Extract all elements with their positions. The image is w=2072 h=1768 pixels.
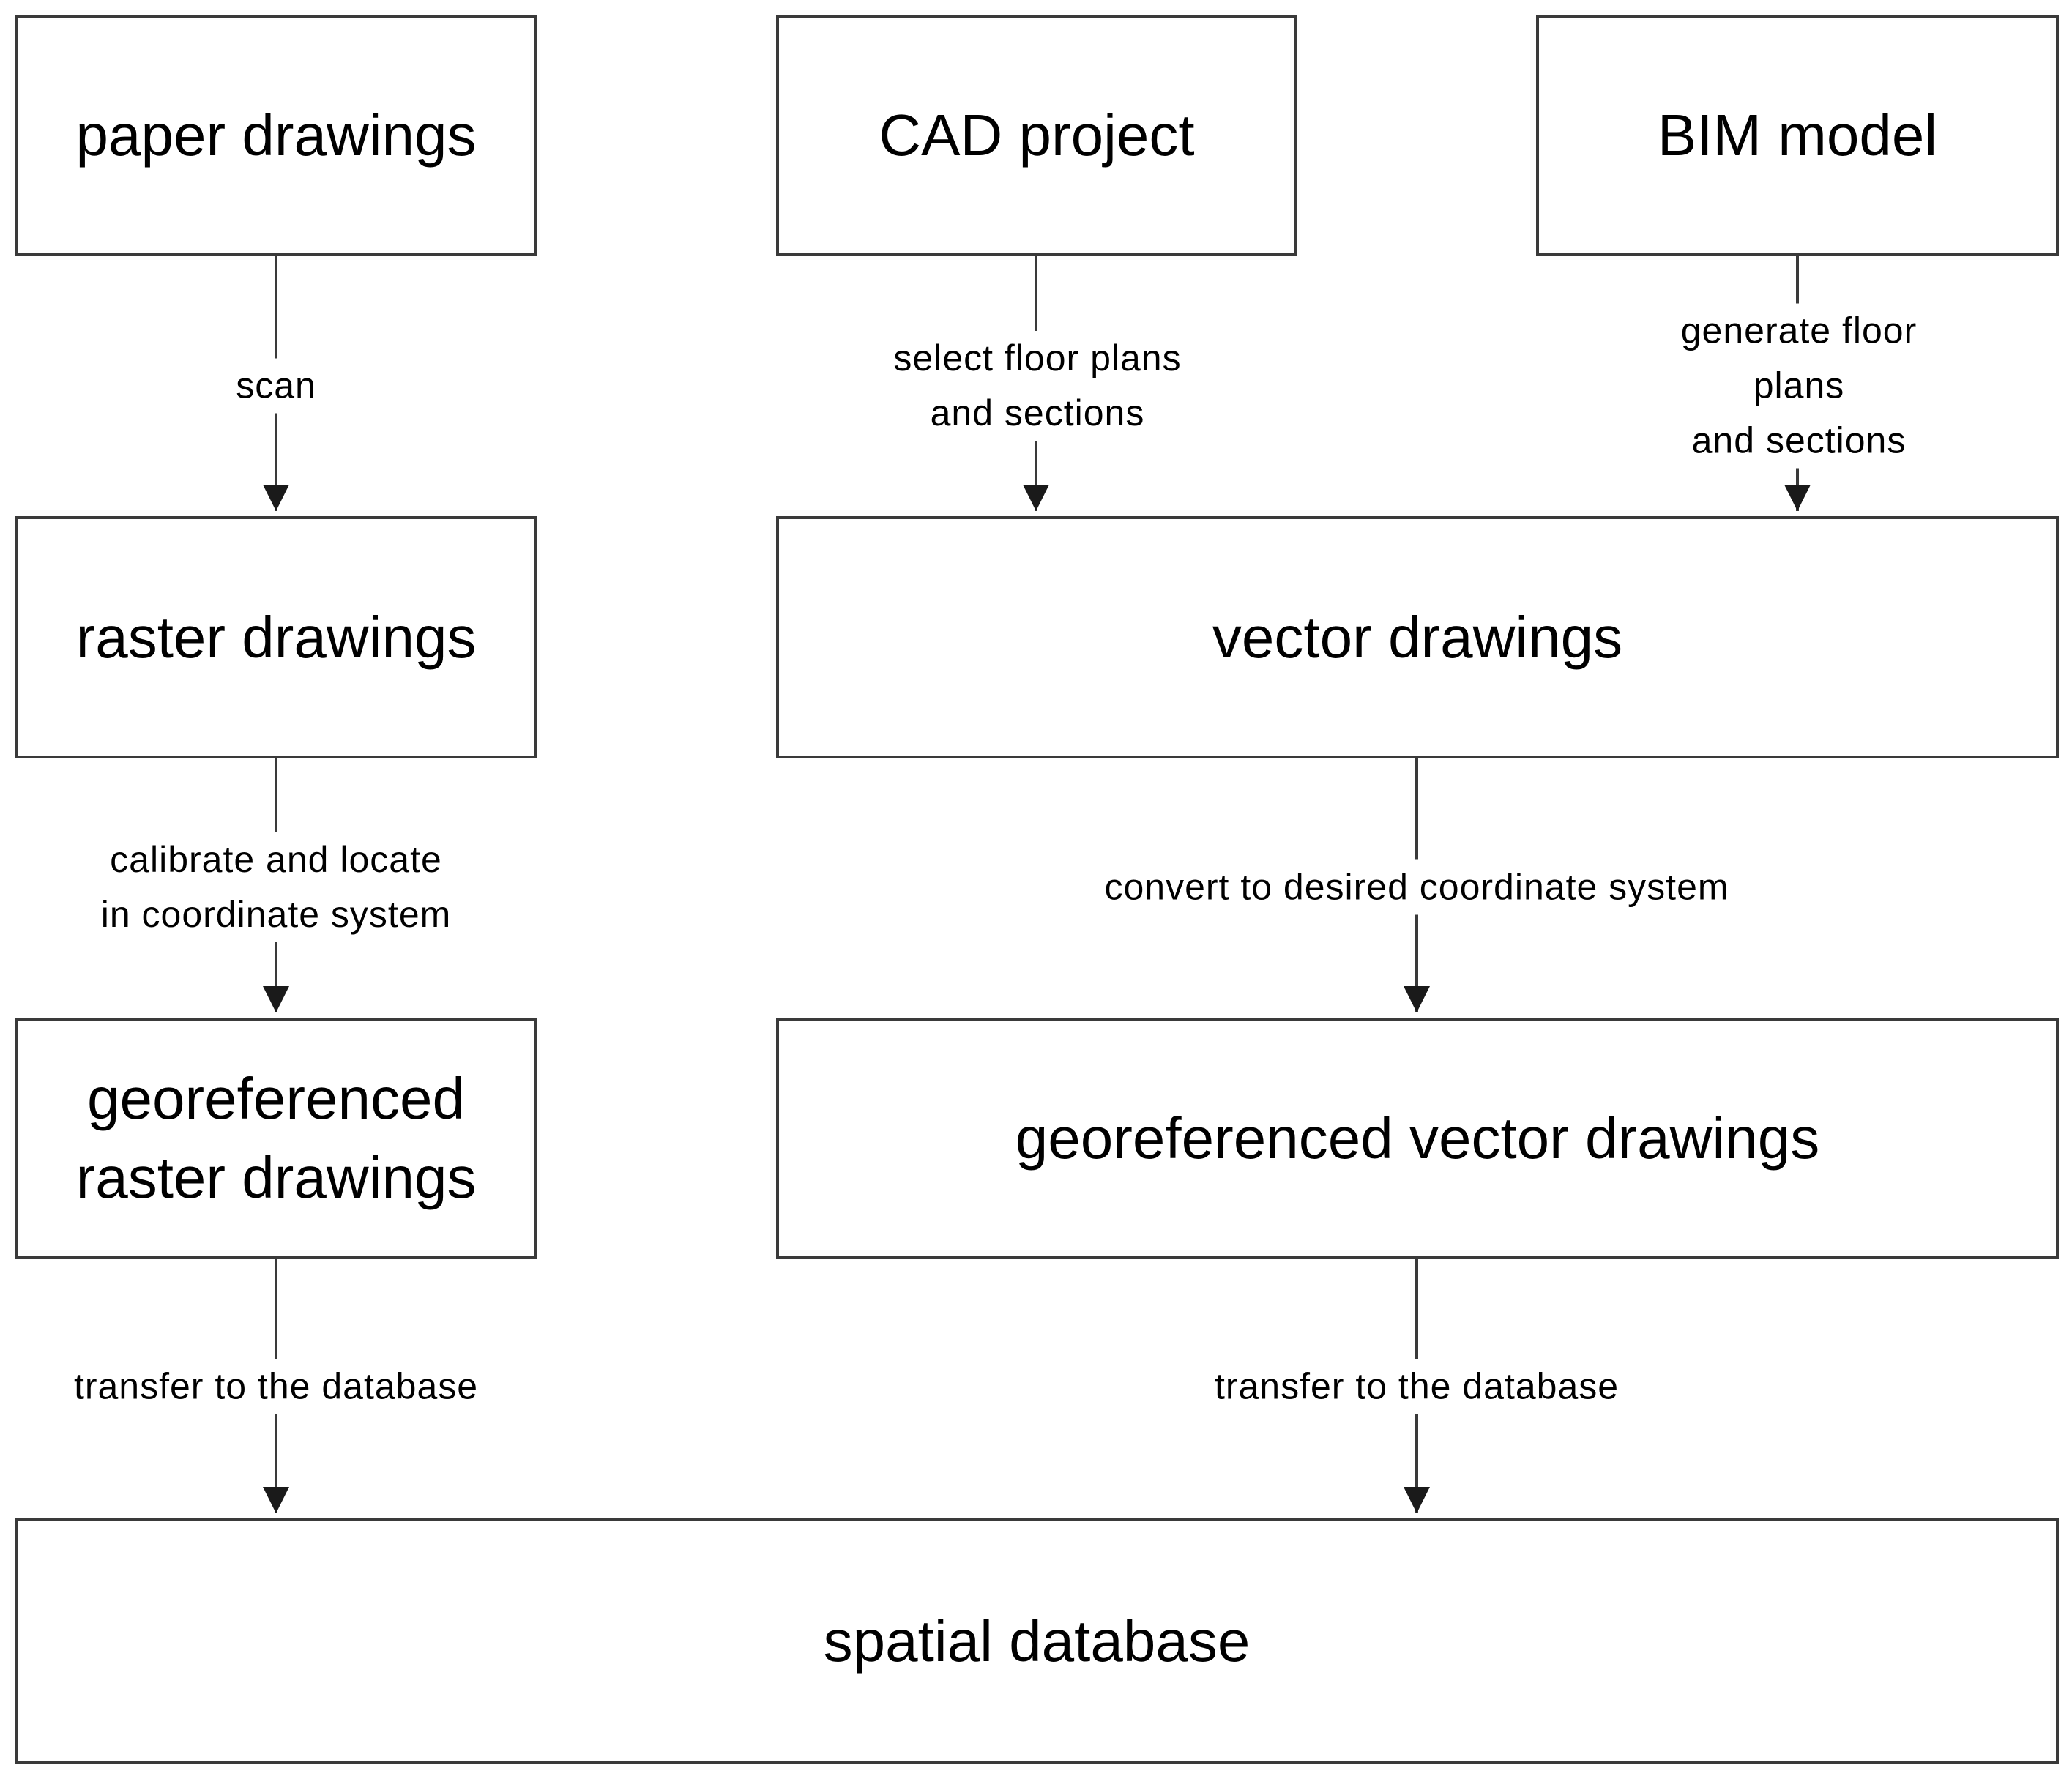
- node-label: BIM model: [1657, 102, 1938, 168]
- node-spatial-database: spatial database: [15, 1518, 2059, 1764]
- node-label: CAD project: [879, 102, 1195, 168]
- edge-label-convert-coordinates: convert to desired coordinate system: [1097, 859, 1737, 915]
- node-label: raster drawings: [75, 604, 477, 670]
- node-label: vector drawings: [1212, 604, 1623, 670]
- node-cad-project: CAD project: [776, 15, 1297, 256]
- edge-label-select-floor-plans: select floor plans and sections: [886, 331, 1189, 441]
- edge-label-transfer-raster: transfer to the database: [66, 1359, 486, 1414]
- node-label: georeferenced vector drawings: [1015, 1105, 1820, 1171]
- node-raster-drawings: raster drawings: [15, 516, 537, 758]
- edge-label-calibrate-and-locate: calibrate and locate in coordinate syste…: [93, 832, 459, 942]
- node-label: paper drawings: [75, 102, 477, 168]
- node-bim-model: BIM model: [1536, 15, 2059, 256]
- node-label: spatial database: [823, 1608, 1251, 1674]
- node-georeferenced-vector-drawings: georeferenced vector drawings: [776, 1018, 2059, 1259]
- edge-label-transfer-vector: transfer to the database: [1207, 1359, 1627, 1414]
- node-vector-drawings: vector drawings: [776, 516, 2059, 758]
- node-georeferenced-raster-drawings: georeferenced raster drawings: [15, 1018, 537, 1259]
- node-paper-drawings: paper drawings: [15, 15, 537, 256]
- node-label: georeferenced raster drawings: [75, 1066, 477, 1210]
- edge-label-scan: scan: [228, 358, 324, 414]
- edge-label-generate-floor-plans: generate floor plans and sections: [1662, 303, 1936, 469]
